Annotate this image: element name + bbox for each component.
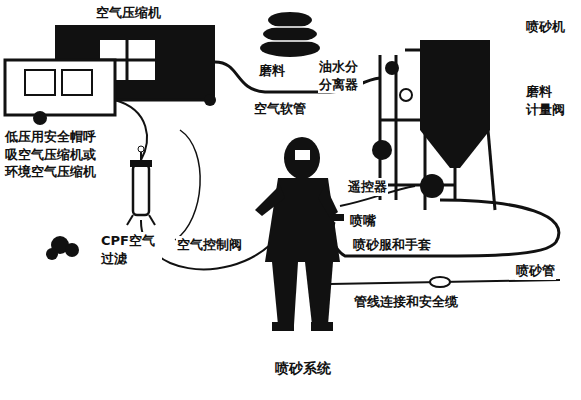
cpf-filter — [133, 165, 149, 215]
blast-hose — [332, 200, 558, 256]
part-label: 喷砂服和手套 — [352, 236, 432, 254]
part-label: CPF空气 过滤 — [100, 232, 162, 267]
part-label: 遥控器 — [347, 178, 388, 196]
part-label: 喷砂机 — [525, 18, 566, 36]
part-label: 磨料 计量阀 — [525, 83, 570, 118]
nozzle — [330, 214, 344, 221]
part-label: 油水分 分离器 — [318, 58, 363, 93]
control-line — [175, 130, 200, 240]
trailer-compressor — [5, 60, 115, 115]
part-label: 低压用安全帽呼 吸空气压缩机或 环境空气压缩机 — [4, 128, 101, 181]
blast-pot — [420, 40, 490, 130]
part-label: 磨料 — [258, 62, 286, 80]
breathing-hose — [115, 100, 147, 160]
hose-coupling — [430, 277, 450, 287]
part-label: 喷嘴 — [349, 212, 377, 230]
part-label: 空气控制阀 — [176, 236, 243, 254]
part-label: 空气压缩机 — [95, 4, 162, 22]
part-label: 管线连接和安全缆 — [353, 293, 459, 311]
part-label: 空气软管 — [253, 100, 307, 118]
caption: 喷砂系统 — [275, 360, 331, 378]
operator-hood — [284, 137, 320, 179]
abrasive-pile — [260, 39, 320, 57]
separator — [385, 61, 399, 75]
part-label: 喷砂管 — [515, 262, 556, 280]
metering-valve — [420, 174, 444, 198]
